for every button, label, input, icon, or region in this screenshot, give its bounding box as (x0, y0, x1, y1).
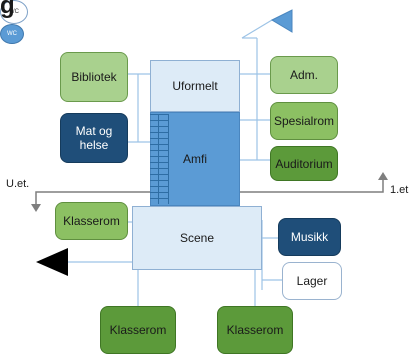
room-spesialrom: Spesialrom (270, 102, 338, 140)
room-mat-og-helse: Mat og helse (60, 113, 128, 163)
level-first: 1.et (390, 184, 409, 196)
room-klasserom-bottom-right: Klasserom (217, 306, 293, 354)
room-scene: Scene (132, 206, 262, 270)
room-klasserom-bottom-left: Klasserom (100, 306, 176, 354)
room-musikk: Musikk (278, 218, 341, 256)
wc-top: WC (0, 0, 28, 24)
room-lager: Lager (282, 262, 342, 300)
level-lower: U.et. (6, 178, 30, 190)
room-adm: Adm. (270, 56, 338, 94)
room-klasserom-left: Klasserom (55, 202, 128, 240)
wc-mid: WC (0, 24, 24, 44)
amfi-stairs (150, 114, 169, 204)
header-fragment: g (0, 0, 15, 19)
room-uformelt: Uformelt (150, 60, 240, 112)
room-auditorium: Auditorium (270, 146, 338, 181)
room-bibliotek: Bibliotek (60, 52, 128, 102)
